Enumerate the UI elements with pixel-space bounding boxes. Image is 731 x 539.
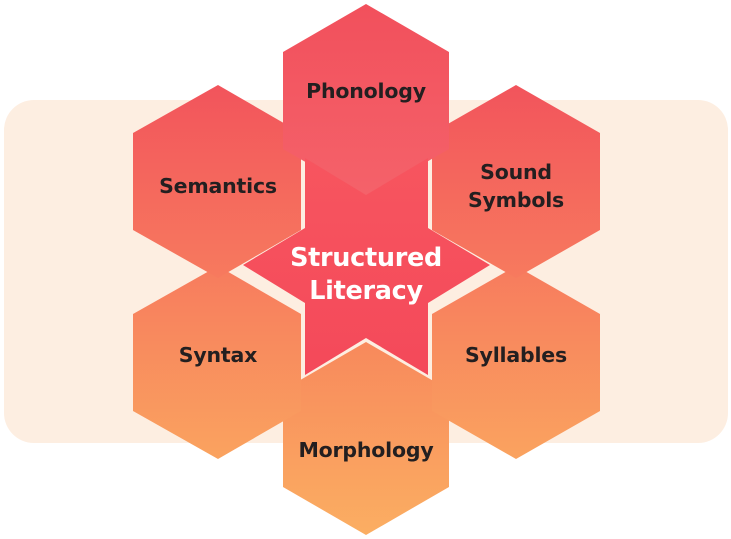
hex-syllables-label: Syllables <box>465 343 567 367</box>
hex-sound-symbols-label-line1: Sound <box>480 160 552 184</box>
center-label-line1: Structured <box>290 243 442 273</box>
hex-semantics-label: Semantics <box>159 174 277 198</box>
center-label-line2: Literacy <box>309 276 423 306</box>
hex-syllables: Syllables <box>432 266 600 459</box>
hex-sound-symbols-label-line2: Symbols <box>468 188 564 212</box>
hex-morphology: Morphology <box>283 342 449 535</box>
hex-phonology-label: Phonology <box>306 79 426 103</box>
hex-morphology-label: Morphology <box>298 438 433 462</box>
hex-syntax: Syntax <box>133 266 301 459</box>
hex-sound-symbols: Sound Symbols <box>432 85 600 278</box>
center-star: Structured Literacy <box>243 158 490 375</box>
hex-phonology: Phonology <box>283 4 449 197</box>
hex-semantics: Semantics <box>133 85 301 278</box>
hex-syntax-label: Syntax <box>179 343 257 367</box>
